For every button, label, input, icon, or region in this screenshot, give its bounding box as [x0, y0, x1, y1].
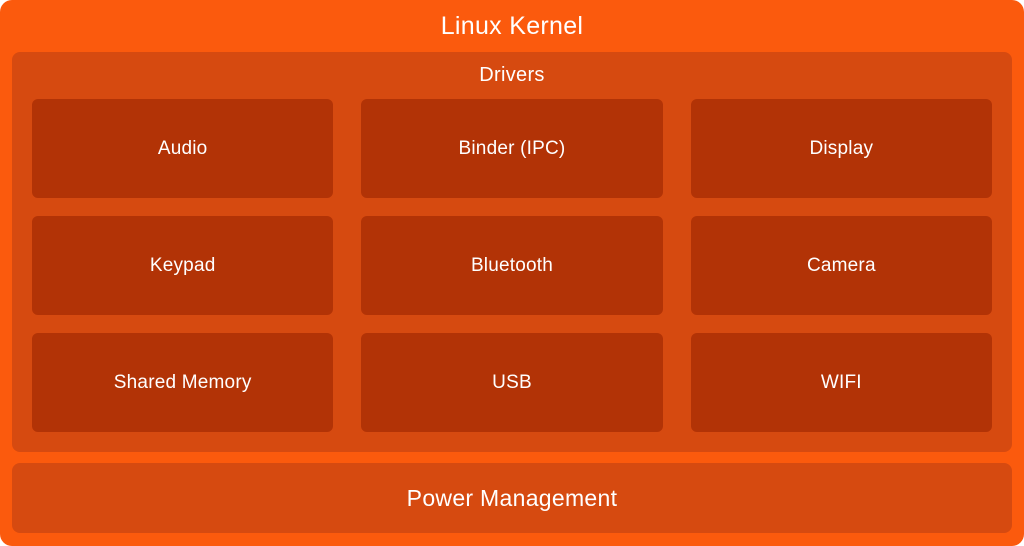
power-management-bar: Power Management [12, 463, 1012, 533]
linux-kernel-title: Linux Kernel [440, 11, 584, 40]
driver-box-usb: USB [361, 333, 663, 432]
drivers-section: Drivers Audio Binder (IPC) Display Keypa… [12, 52, 1012, 452]
drivers-grid: Audio Binder (IPC) Display Keypad Blueto… [32, 99, 992, 432]
driver-box-wifi: WIFI [690, 333, 992, 432]
driver-box-binder-ipc: Binder (IPC) [361, 99, 663, 198]
driver-box-bluetooth: Bluetooth [361, 216, 663, 315]
driver-box-display: Display [690, 99, 992, 198]
driver-box-keypad: Keypad [32, 216, 334, 315]
driver-box-audio: Audio [32, 99, 334, 198]
drivers-label: Drivers [479, 64, 545, 86]
driver-box-camera: Camera [690, 216, 992, 315]
driver-box-shared-memory: Shared Memory [32, 333, 334, 432]
